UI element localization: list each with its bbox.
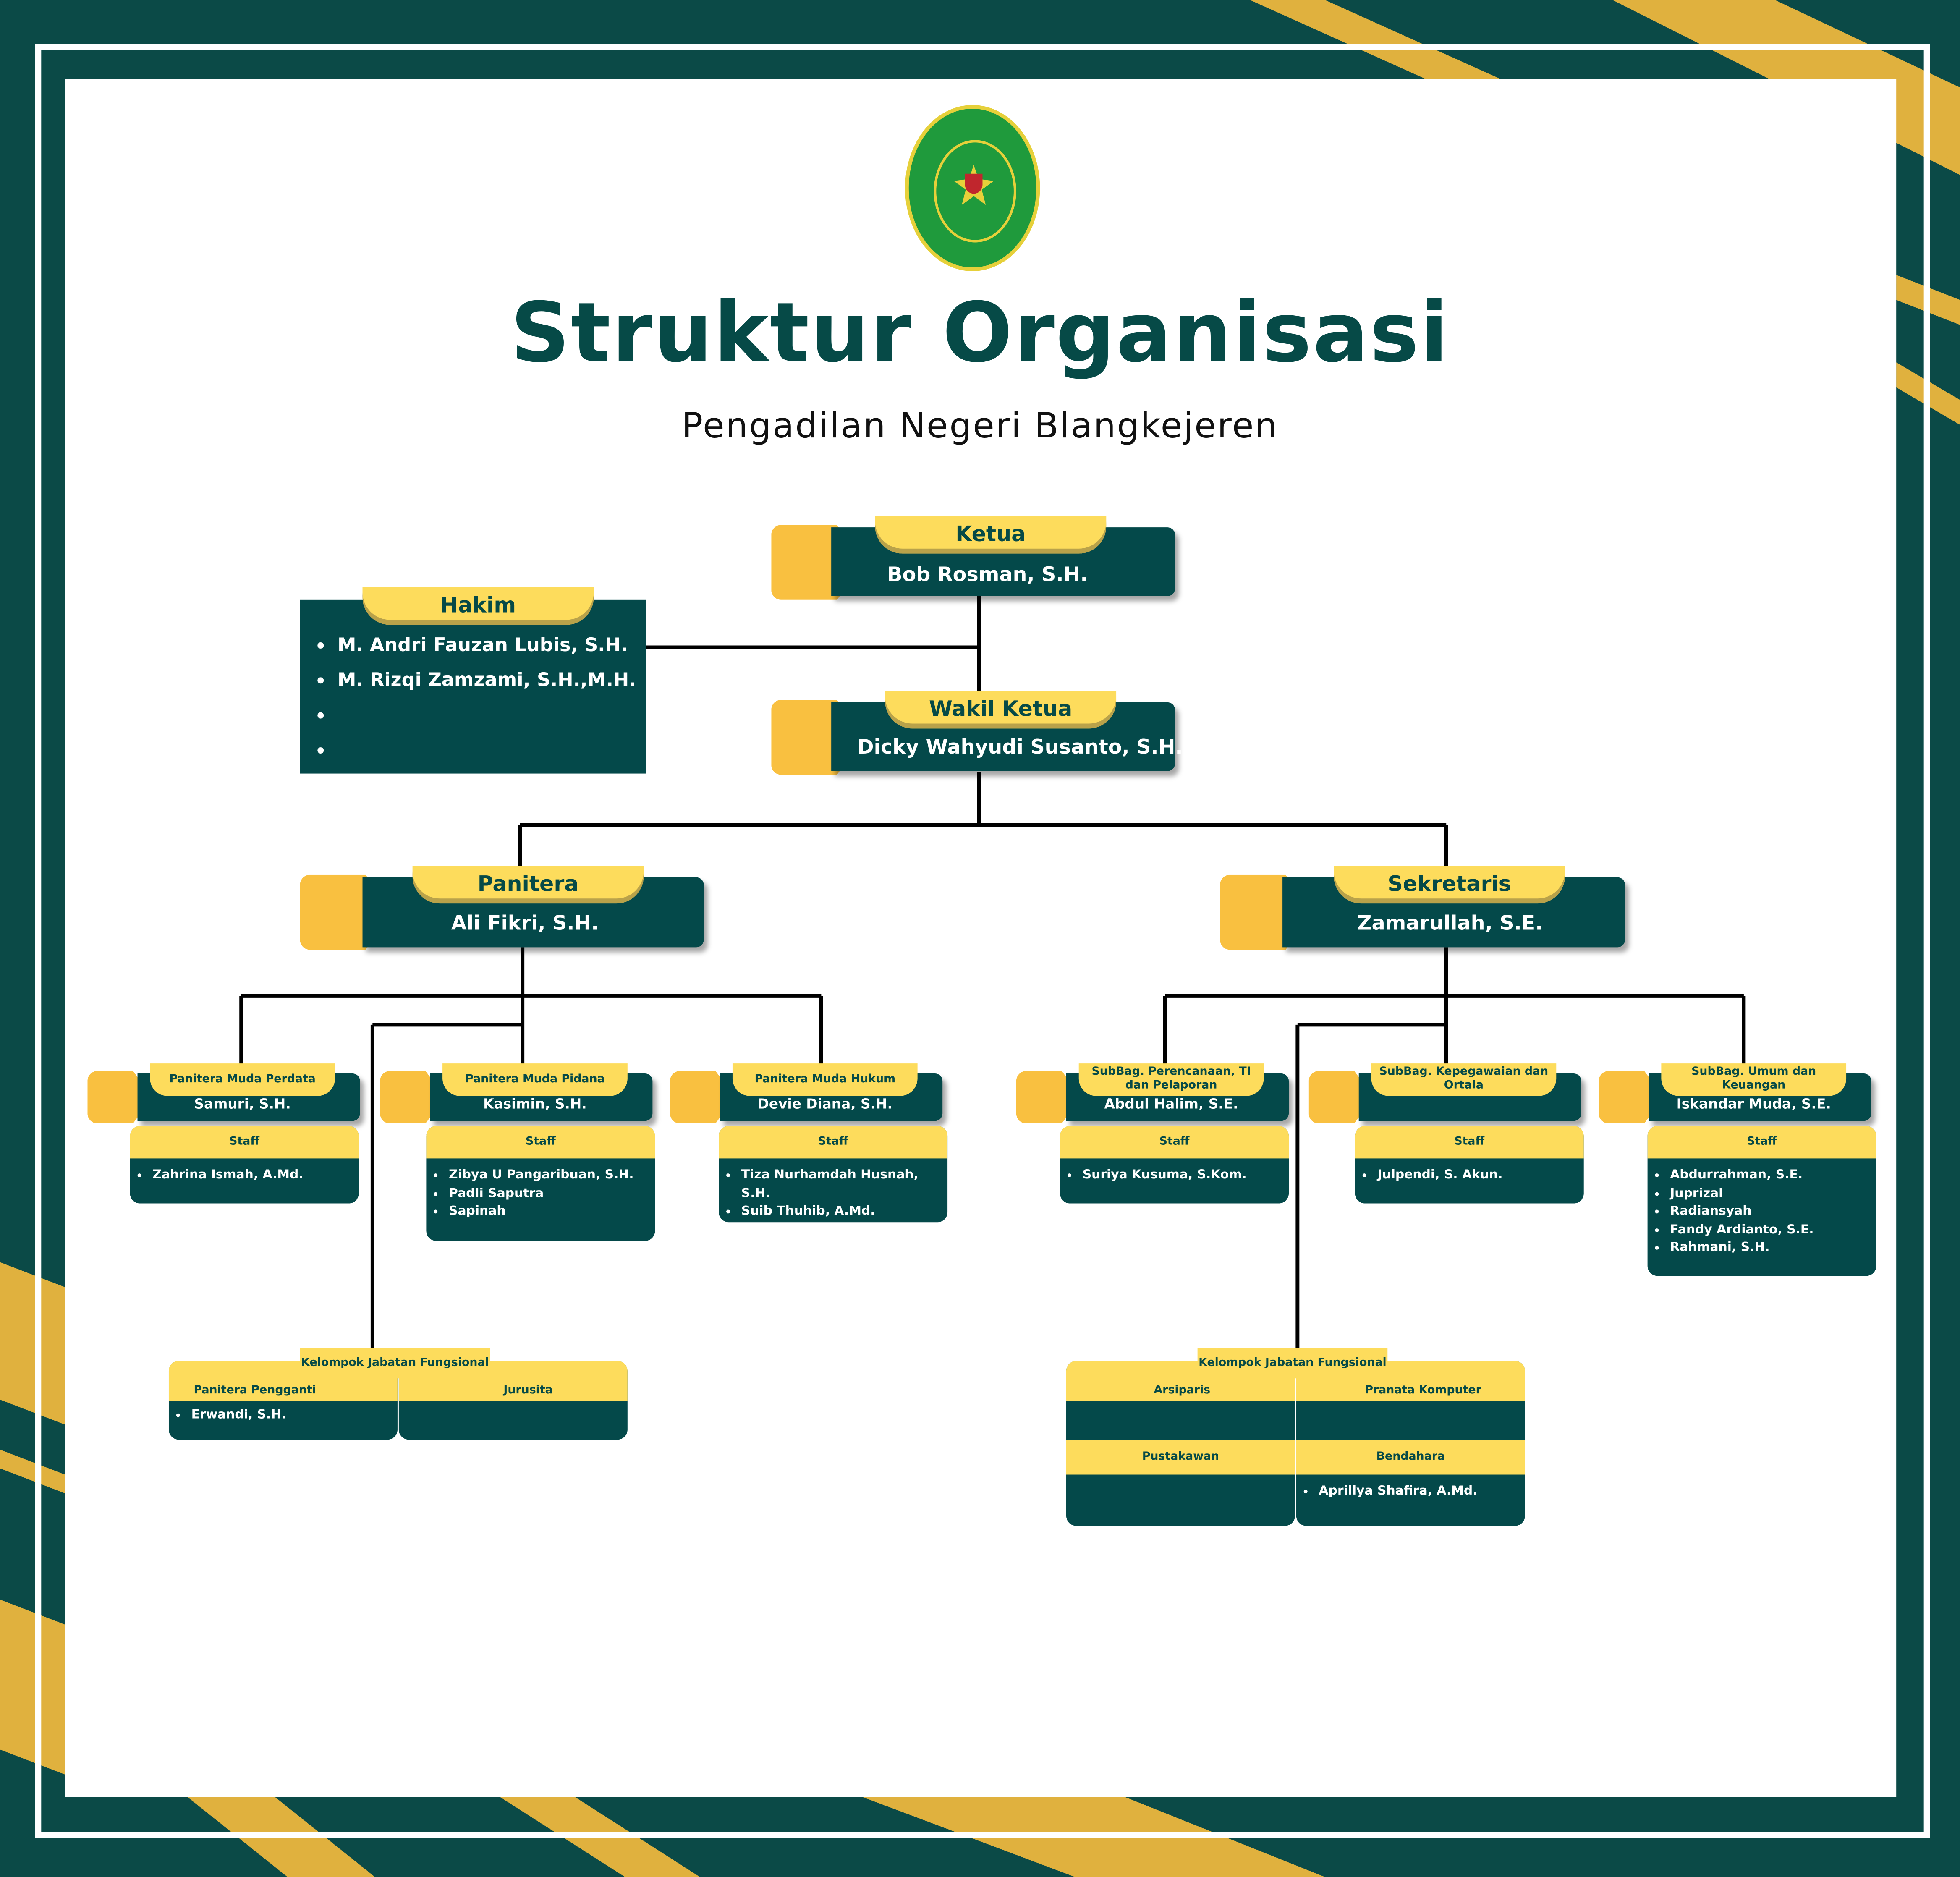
panitera-pengganti-box: Panitera Pengganti Erwandi, S.H. [168,1361,398,1440]
staff-member: Suriya Kusuma, S.Kom. [1083,1167,1289,1185]
hakim-member [338,732,646,767]
staff-label: Staff [1647,1126,1876,1159]
group-label: Bendahara [1296,1440,1525,1475]
staff-box: Staff Abdurrahman, S.E.JuprizalRadiansya… [1647,1126,1876,1276]
page-title: Struktur Organisasi [510,285,1450,381]
page-subtitle: Pengadilan Negeri Blangkejeren [681,405,1279,446]
fungsional-right-role: Kelompok Jabatan Fungsional [1197,1348,1388,1379]
staff-list: Tiza Nurhamdah Husnah, S.H.Suib Thuhib, … [719,1158,947,1221]
sekretaris-role: Sekretaris [1334,866,1565,904]
staff-box: Staff Tiza Nurhamdah Husnah, S.H.Suib Th… [719,1126,948,1223]
sekretaris-name: Zamarullah, S.E. [1357,911,1543,935]
group-member: Aprillya Shafira, A.Md. [1319,1483,1525,1501]
unit-head-name: Iskandar Muda, S.E. [1676,1096,1831,1113]
wakil-role: Wakil Ketua [885,691,1117,729]
fungsional-left-role: Kelompok Jabatan Fungsional [300,1348,490,1379]
staff-label: Staff [719,1126,948,1159]
group-members: Aprillya Shafira, A.Md. [1296,1475,1525,1502]
group-label: Pustakawan [1066,1440,1295,1475]
staff-label: Staff [426,1126,655,1159]
court-logo [905,105,1040,271]
staff-member: Rahmani, S.H. [1670,1240,1876,1258]
staff-member: Julpendi, S. Akun. [1377,1167,1583,1185]
unit-role: Panitera Muda Perdata [150,1063,335,1096]
staff-list: Zibya U Pangaribuan, S.H.Padli SaputraSa… [426,1158,655,1221]
staff-member: Juprizal [1670,1185,1876,1203]
unit-head-name: Abdul Halim, S.E. [1104,1096,1238,1113]
staff-member: Suib Thuhib, A.Md. [741,1204,947,1222]
unit-role: SubBag. Kepegawaian dan Ortala [1371,1063,1557,1096]
staff-label: Staff [130,1126,359,1159]
staff-member: Zibya U Pangaribuan, S.H. [449,1167,655,1185]
white-frame [35,44,1930,1838]
staff-member: Radiansyah [1670,1204,1876,1222]
unit-head-name: Samuri, S.H. [194,1096,291,1113]
staff-member: Fandy Ardianto, S.E. [1670,1222,1876,1240]
panitera-name: Ali Fikri, S.H. [451,911,599,935]
unit-head-name: Devie Diana, S.H. [757,1096,892,1113]
unit-role: SubBag. Umum dan Keuangan [1661,1063,1847,1096]
unit-role: Panitera Muda Pidana [442,1063,628,1096]
staff-list: Zahrina Ismah, A.Md. [130,1158,359,1185]
hakim-member: M. Andri Fauzan Lubis, S.H. [338,627,646,662]
wakil-name: Dicky Wahyudi Susanto, S.H. [857,735,1183,759]
staff-label: Staff [1355,1126,1584,1159]
staff-member: Padli Saputra [449,1185,655,1203]
hakim-list: M. Andri Fauzan Lubis, S.H. M. Rizqi Zam… [300,627,646,767]
fungsional-right-col-1: Arsiparis Pustakawan [1066,1361,1295,1526]
staff-member: Abdurrahman, S.E. [1670,1167,1876,1185]
staff-list: Abdurrahman, S.E.JuprizalRadiansyahFandy… [1648,1158,1876,1258]
hakim-member [338,697,646,732]
unit-head-name: Kasimin, S.H. [483,1096,587,1113]
staff-member: Sapinah [449,1204,655,1222]
staff-member: Zahrina Ismah, A.Md. [152,1167,359,1185]
hakim-role: Hakim [362,587,594,625]
staff-list: Julpendi, S. Akun. [1355,1158,1584,1185]
panitera-role: Panitera [412,866,644,904]
hakim-member: M. Rizqi Zamzami, S.H.,M.H. [338,662,646,697]
staff-box: Staff Suriya Kusuma, S.Kom. [1060,1126,1289,1204]
staff-list: Suriya Kusuma, S.Kom. [1060,1158,1289,1185]
ketua-role: Ketua [875,516,1107,554]
staff-box: Staff Julpendi, S. Akun. [1355,1126,1584,1204]
group-member: Erwandi, S.H. [191,1407,398,1425]
ketua-name: Bob Rosman, S.H. [887,562,1088,586]
unit-role: SubBag. Perencanaan, TI dan Pelaporan [1078,1063,1264,1096]
staff-member: Tiza Nurhamdah Husnah, S.H. [741,1167,947,1203]
staff-box: Staff Zahrina Ismah, A.Md. [130,1126,359,1204]
hakim-box: M. Andri Fauzan Lubis, S.H. M. Rizqi Zam… [300,599,646,774]
group-members: Erwandi, S.H. [169,1401,398,1425]
fungsional-right-col-2: Pranata Komputer Bendahara Aprillya Shaf… [1296,1361,1525,1526]
staff-box: Staff Zibya U Pangaribuan, S.H.Padli Sap… [426,1126,655,1241]
unit-role: Panitera Muda Hukum [732,1063,918,1096]
staff-label: Staff [1060,1126,1289,1159]
